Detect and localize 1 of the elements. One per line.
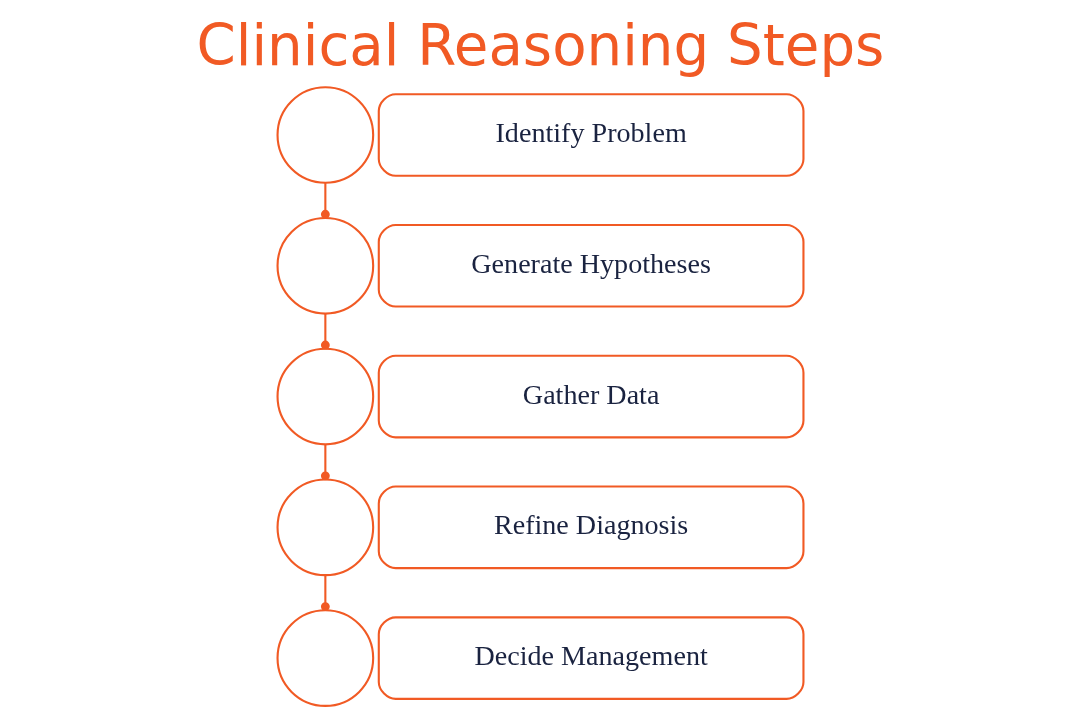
diagram-title: Clinical Reasoning Steps xyxy=(196,12,884,78)
